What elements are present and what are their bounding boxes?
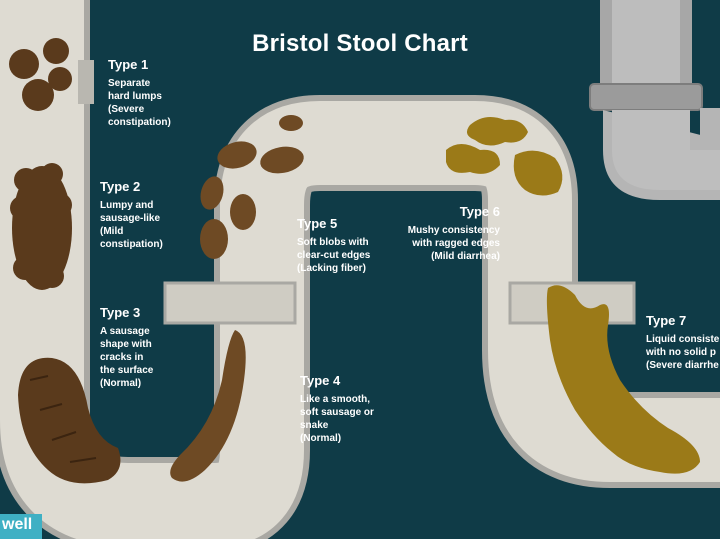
type5-description: Soft blobs with clear-cut edges (Lacking… [297,237,371,274]
type3-description: A sausage shape with cracks in the surfa… [100,326,154,389]
brand-text: well [2,516,33,533]
type7-heading: Type 7 [646,313,687,328]
type4-stool [170,330,246,482]
type2-description: Lumpy and sausage-like (Mild constipatio… [100,200,163,250]
type5-label: Type 5 Soft blobs with clear-cut edges (… [297,216,370,275]
type3-heading: Type 3 [100,305,141,320]
page-title: Bristol Stool Chart [252,30,468,57]
type1-label: Type 1 Separate hard lumps (Severe const… [108,57,171,129]
top-right-pipe [589,0,720,200]
type5-stool [200,115,304,259]
pipe-coupling-middle [163,281,297,325]
type4-heading: Type 4 [300,373,341,388]
type2-stool [10,163,72,290]
type7-label: Type 7 Liquid consiste with no solid p (… [646,313,720,372]
type1-heading: Type 1 [108,57,149,72]
type6-description: Mushy consistency with ragged edges (Mil… [407,225,500,262]
type1-stool [9,38,72,111]
type4-description: Like a smooth, soft sausage or snake (No… [300,394,374,444]
type5-heading: Type 5 [297,216,338,231]
type7-description: Liquid consiste with no solid p (Severe … [646,334,720,371]
brand-logo: well [0,514,42,539]
type4-label: Type 4 Like a smooth, soft sausage or sn… [300,373,374,445]
type3-label: Type 3 A sausage shape with cracks in th… [100,305,153,390]
type6-label: Type 6 Mushy consistency with ragged edg… [390,204,500,263]
type6-heading: Type 6 [459,204,500,219]
type2-heading: Type 2 [100,179,141,194]
type6-stool [446,116,563,196]
pipe-coupling-left [78,60,94,104]
type3-stool [18,357,121,484]
type2-label: Type 2 Lumpy and sausage-like (Mild cons… [100,179,163,251]
type7-stool [546,285,700,474]
type1-description: Separate hard lumps (Severe constipation… [108,78,171,128]
